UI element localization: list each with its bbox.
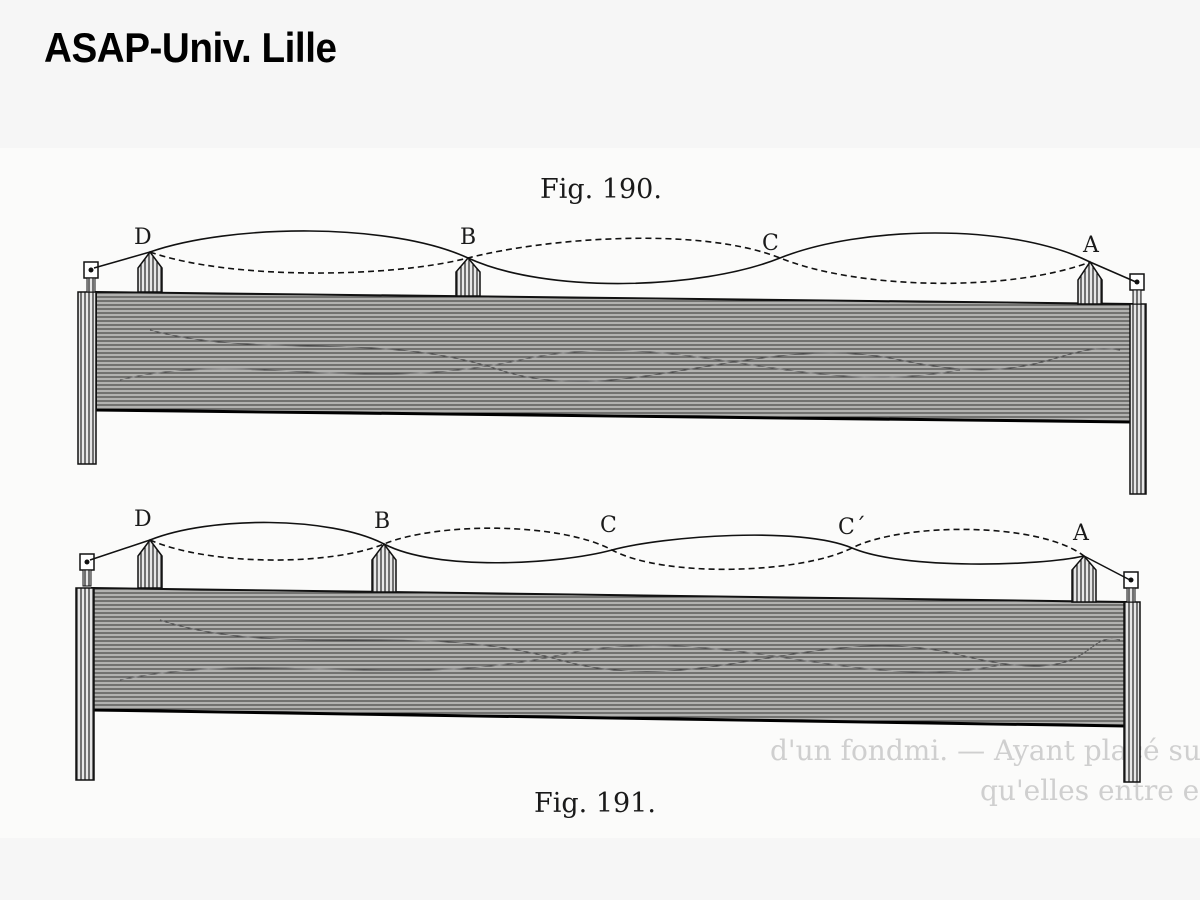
page-title: ASAP-Univ. Lille [44,24,337,71]
right-tuning-peg [1123,571,1139,603]
right-end-post [1123,601,1141,783]
sonometer-board [95,290,1133,424]
bridge-d [137,250,163,293]
point-label-d: D [134,225,152,250]
bleed-through-text: qu'elles entre eux comm [980,774,1200,807]
figure-190: Fig. 190. [77,174,1147,495]
point-label-a: A [1082,233,1100,258]
vibrating-string [149,521,1085,571]
right-tuning-peg [1129,273,1145,305]
bridge-b [371,542,397,593]
sonometer-board [91,586,1127,728]
point-label-b: B [374,509,390,534]
left-end-post [75,587,95,781]
left-tuning-peg [79,553,95,587]
bridge-b [455,256,481,297]
left-tuning-peg [83,261,99,293]
point-label-c: C [762,231,779,256]
figure-caption: Fig. 191. [534,788,656,819]
point-label-d: D [134,507,152,532]
vibrating-string [149,230,1091,285]
left-end-post [77,291,97,465]
figure-191: D B C C´ A Fig. 191. [75,507,1141,819]
point-label-c-prime: C´ [838,515,866,540]
figure-caption: Fig. 190. [540,174,662,205]
bridge-d [137,538,163,589]
point-label-a: A [1072,521,1090,546]
bridge-a [1077,260,1103,305]
right-end-post [1129,303,1147,495]
bridge-a [1071,554,1097,603]
point-label-c: C [600,513,617,538]
point-label-b: B [460,225,476,250]
